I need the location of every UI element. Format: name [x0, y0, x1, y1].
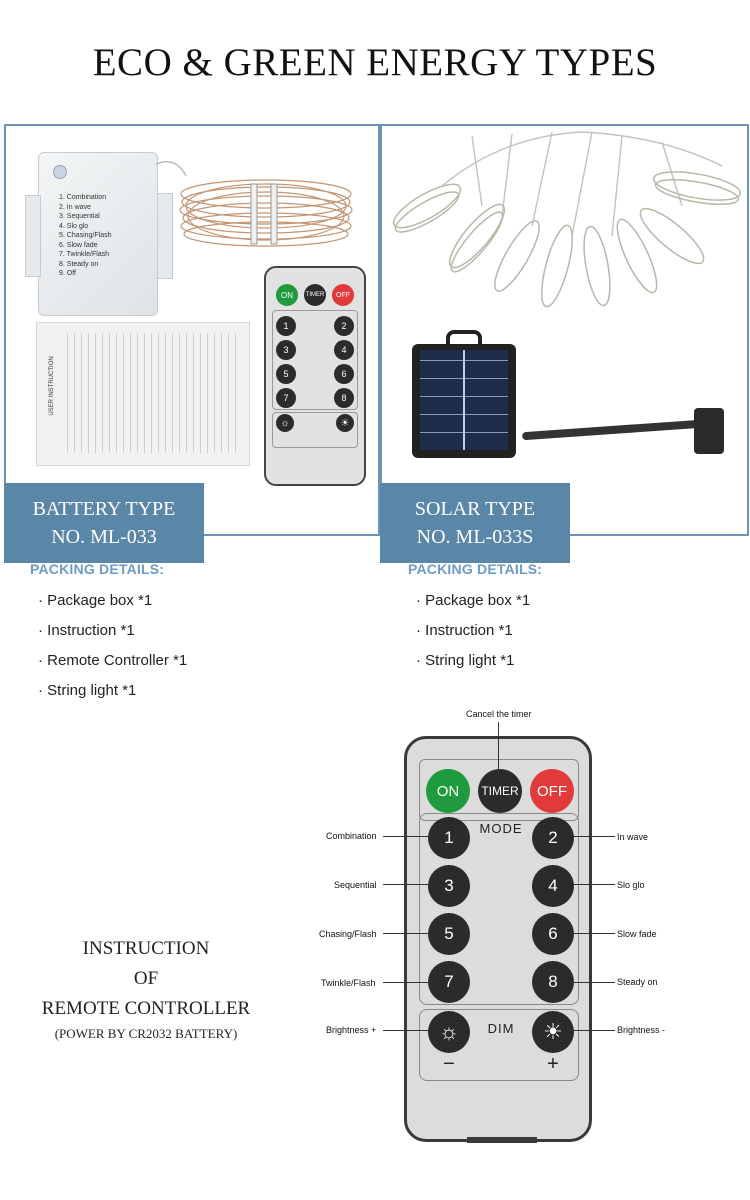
callout-slo-glo: Slo glo — [617, 880, 645, 890]
solar-packing-list: · Package box *1 · Instruction *1 · Stri… — [416, 590, 530, 680]
battery-box-image: 1. Combination 2. In wave 3. Sequential … — [25, 152, 173, 316]
small-key-8: 8 — [334, 388, 354, 408]
list-item: · Instruction *1 — [38, 622, 135, 639]
callout-steady-on: Steady on — [617, 977, 658, 987]
small-dim-up-icon: ☀ — [336, 414, 354, 432]
ground-stake-image — [521, 419, 703, 441]
stake-head-image — [694, 408, 724, 454]
timer-button[interactable]: TIMER — [478, 769, 522, 813]
solar-product-panel — [380, 124, 749, 536]
off-button[interactable]: OFF — [530, 769, 574, 813]
mode-8-button[interactable]: 8 — [532, 961, 574, 1003]
wire-coil-image — [156, 161, 353, 247]
small-key-6: 6 — [334, 364, 354, 384]
small-remote-image: ON TIMER OFF 1 2 3 4 5 6 7 8 ☼ ☀ — [264, 266, 366, 486]
battery-type-title: BATTERY TYPE — [32, 498, 176, 520]
mode-4-button[interactable]: 4 — [532, 865, 574, 907]
solar-type-title: SOLAR TYPE — [414, 498, 536, 520]
brightness-down-icon[interactable]: ☀ — [532, 1011, 574, 1053]
box-mode-4: 4. Slo glo — [59, 222, 89, 230]
box-mode-7: 7. Twinkle/Flash — [59, 251, 110, 258]
minus-label: − — [443, 1053, 455, 1075]
battery-packing-heading: PACKING DETAILS: — [30, 561, 165, 577]
on-button[interactable]: ON — [426, 769, 470, 813]
solar-string-lights-image — [392, 131, 742, 308]
instruction-line-1: INSTRUCTION — [82, 938, 210, 959]
instruction-manual-image: USER INSTRUCTION — [36, 322, 250, 466]
box-mode-3: 3. Sequential — [59, 213, 100, 220]
small-dim-down-icon: ☼ — [276, 414, 294, 432]
small-key-1: 1 — [276, 316, 296, 336]
battery-model-number: NO. ML-033 — [51, 526, 157, 548]
small-key-4: 4 — [334, 340, 354, 360]
instruction-heading: INSTRUCTION OF REMOTE CONTROLLER (POWER … — [20, 934, 272, 1044]
mode-1-button[interactable]: 1 — [428, 817, 470, 859]
callout-combination: Combination — [326, 831, 377, 841]
dim-label: DIM — [487, 1021, 515, 1036]
small-key-2: 2 — [334, 316, 354, 336]
instruction-line-3: REMOTE CONTROLLER — [41, 998, 251, 1019]
list-item: · String light *1 — [38, 682, 137, 699]
instruction-line-2: OF — [133, 968, 159, 989]
list-item: · Package box *1 — [38, 592, 153, 609]
solar-packing-heading: PACKING DETAILS: — [408, 561, 543, 577]
page-title: ECO & GREEN ENERGY TYPES — [92, 41, 658, 84]
mode-3-button[interactable]: 3 — [428, 865, 470, 907]
remote-controller-diagram: ON TIMER OFF MODE 1 2 3 4 5 6 7 8 ☼ ☀ DI… — [404, 736, 592, 1143]
box-mode-5: 5. Chasing/Flash — [59, 232, 112, 239]
box-mode-2: 2. In wave — [59, 203, 91, 211]
small-key-3: 3 — [276, 340, 296, 360]
small-off-button: OFF — [332, 284, 354, 306]
solar-panel-image — [412, 330, 516, 458]
mode-7-button[interactable]: 7 — [428, 961, 470, 1003]
mode-6-button[interactable]: 6 — [532, 913, 574, 955]
callout-brightness-plus: Brightness + — [326, 1025, 377, 1035]
callout-brightness-minus: Brightness - — [617, 1025, 666, 1035]
list-item: · Package box *1 — [416, 592, 531, 609]
callout-slow-fade: Slow fade — [617, 929, 657, 939]
callout-chasing-flash: Chasing/Flash — [319, 929, 377, 939]
solar-model-number: NO. ML-033S — [416, 526, 534, 548]
battery-product-panel: 1. Combination 2. In wave 3. Sequential … — [4, 124, 380, 536]
instruction-line-4: (POWER BY CR2032 BATTERY) — [54, 1026, 238, 1041]
small-key-7: 7 — [276, 388, 296, 408]
small-key-5: 5 — [276, 364, 296, 384]
small-timer-button: TIMER — [304, 284, 326, 306]
box-mode-6: 6. Slow fade — [59, 241, 98, 249]
mode-2-button[interactable]: 2 — [532, 817, 574, 859]
battery-type-label: BATTERY TYPE NO. ML-033 — [4, 483, 204, 563]
callout-twinkle-flash: Twinkle/Flash — [321, 978, 376, 988]
brightness-up-icon[interactable]: ☼ — [428, 1011, 470, 1053]
mode-5-button[interactable]: 5 — [428, 913, 470, 955]
box-mode-8: 8. Steady on — [59, 260, 99, 268]
mode-label: MODE — [479, 821, 523, 836]
list-item: · String light *1 — [416, 652, 515, 669]
list-item: · Remote Controller *1 — [38, 652, 188, 669]
plus-label: + — [547, 1053, 559, 1075]
callout-sequential: Sequential — [334, 880, 377, 890]
callout-cancel-timer: Cancel the timer — [466, 709, 532, 719]
box-mode-1: 1. Combination — [59, 194, 107, 201]
battery-slot — [467, 1137, 537, 1143]
box-mode-9: 9. Off — [59, 270, 76, 277]
list-item: · Instruction *1 — [416, 622, 513, 639]
callout-in-wave: In wave — [617, 832, 649, 842]
battery-packing-list: · Package box *1 · Instruction *1 · Remo… — [38, 590, 187, 710]
small-on-button: ON — [276, 284, 298, 306]
manual-title: USER INSTRUCTION — [49, 356, 55, 416]
solar-type-label: SOLAR TYPE NO. ML-033S — [380, 483, 570, 563]
